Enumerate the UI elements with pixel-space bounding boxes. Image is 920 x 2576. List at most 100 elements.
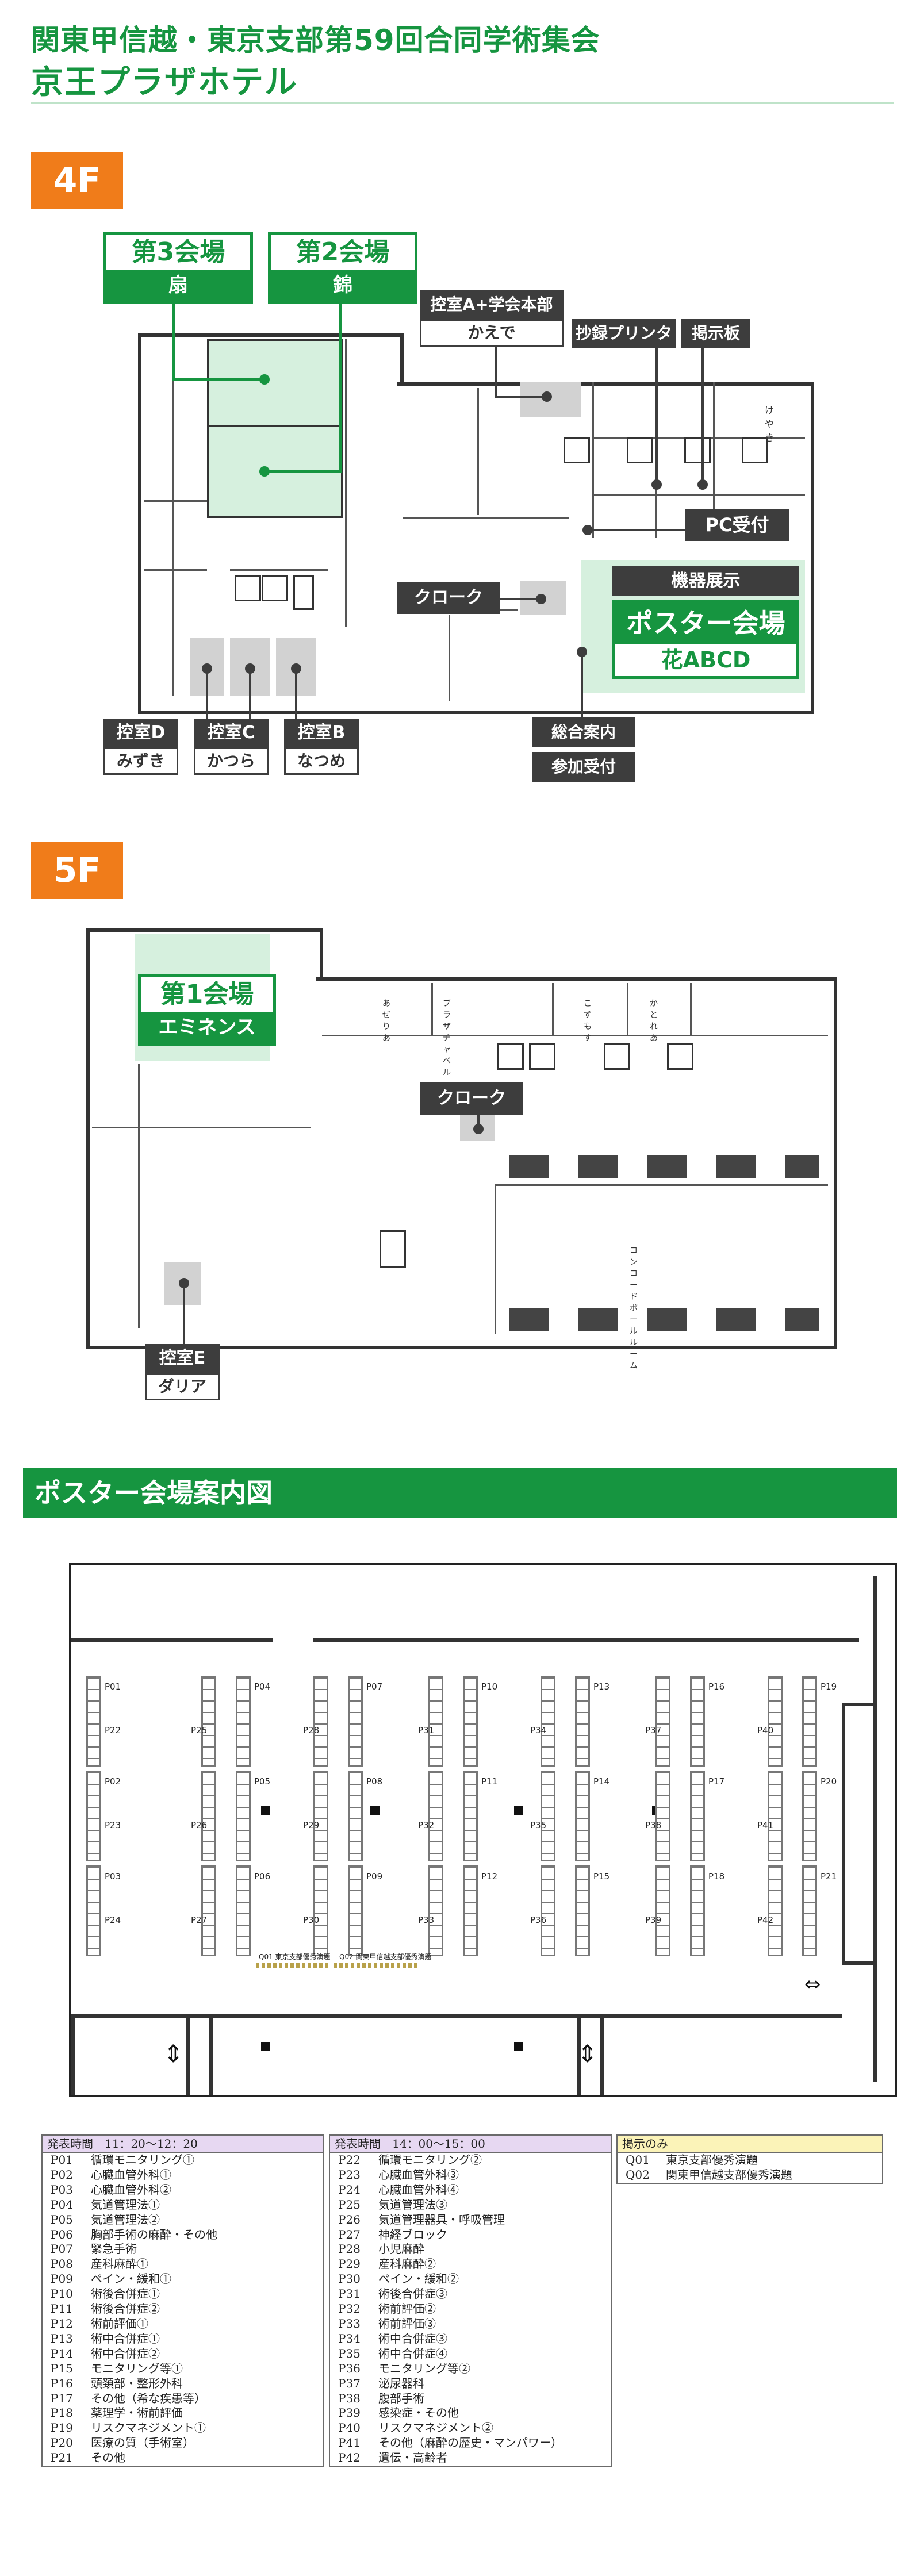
room-c-name: かつら [194,747,269,775]
poster-topic: 遺伝・高齢者 [378,2451,447,2465]
entrance-arrow-left: ⇕ [163,2040,184,2068]
poster-code: P35 [338,2346,361,2360]
header-divider [31,102,894,104]
elevator-4f-3 [564,437,590,463]
poster-topic: モニタリング等② [378,2361,470,2375]
poster-topic: 術前評価③ [378,2316,436,2331]
poster-board [463,1865,478,1956]
poster-label: P27 [191,1915,208,1925]
poster-label: P25 [191,1725,208,1736]
session-2-header: 発表時間 14：00〜15：00 [330,2136,611,2153]
side-door-arrow: ⇔ [804,1973,821,1996]
poster-topic: 医療の質（手術室） [91,2436,194,2450]
poster-code: P07 [51,2242,73,2256]
poster-topic: リスクマネジメント② [378,2421,493,2435]
hall-2-marker [259,466,270,477]
poster-topic: 術前評価② [378,2302,436,2316]
elevator-4f-5 [684,437,711,463]
poster-label: P24 [105,1915,121,1925]
hall-2-label: 第2会場 錦 [268,232,417,304]
poster-label: P32 [418,1820,435,1830]
q01-label: Q01 東京支部優秀演題 [259,1953,331,1961]
poster-code: P31 [338,2287,361,2301]
poster-board [690,1865,705,1956]
room-e-label: 控室E ダリア [145,1344,220,1400]
poster-label: P23 [105,1820,121,1830]
poster-board [802,1865,817,1956]
poster-topic: 気道管理法② [91,2212,160,2226]
poster-code: P24 [338,2182,361,2197]
poster-topic: 術前評価① [91,2316,148,2331]
room-e-name: ダリア [145,1373,220,1400]
poster-topic: 術後合併症② [91,2302,160,2316]
room-b-title: 控室B [284,719,359,747]
poster-label: P01 [105,1681,121,1692]
poster-label: P05 [254,1776,271,1787]
poster-board [428,1676,443,1767]
hall-1-title: 第1会場 [160,980,254,1009]
poster-label: P19 [821,1681,837,1692]
ballroom-partition-bottom [509,1308,819,1331]
poster-board [540,1865,555,1956]
poster-topic: 心臓血管外科① [91,2167,171,2182]
poster-code: P06 [51,2227,73,2241]
elevator-4f-4 [627,437,653,463]
elevator-5f-3 [604,1043,630,1070]
table-row: P05 気道管理法② [43,2213,323,2228]
poster-code: P10 [51,2287,73,2301]
poster-label: P02 [105,1776,121,1787]
poster-topic: 術後合併症③ [378,2287,447,2301]
poster-topic: 気道管理器具・呼吸管理 [378,2212,505,2226]
poster-code: P05 [51,2212,73,2226]
poster-label: P20 [821,1776,837,1787]
board-marker [697,479,708,490]
poster-topic: 胸部手術の麻酔・その他 [91,2227,217,2241]
poster-topic: 感染症・その他 [378,2406,459,2420]
poster-board [313,1771,328,1861]
poster-label: P41 [757,1820,774,1830]
room-d-title: 控室D [103,719,178,747]
info-marker [577,647,587,657]
poster-label: P16 [708,1681,725,1692]
poster-topic: 術中合併症④ [378,2346,447,2360]
poster-code: P04 [51,2197,73,2212]
poster-topic: 循環モニタリング② [378,2153,482,2167]
poster-label: P40 [757,1725,774,1736]
poster-board [802,1771,817,1861]
poster-floor-plan: ⇕ ⇕ ⇔ [69,1563,897,2097]
poster-code: P42 [338,2451,361,2465]
map-room-4: かとれあ [650,999,658,1043]
poster-board [86,1865,101,1956]
poster-topic: 産科麻酔① [91,2257,148,2271]
poster-hall-box: ポスター会場 花ABCD [612,600,799,679]
poster-code: P38 [338,2391,361,2405]
poster-hall-title: ポスター会場 [615,602,796,644]
poster-code: P25 [338,2197,361,2212]
poster-board [656,1676,670,1767]
poster-label: P22 [105,1725,121,1736]
room-c-label: 控室C かつら [194,719,269,775]
map-ballroom: コンコードボールルーム [630,1246,638,1370]
board-only-header: 掲示のみ [618,2136,882,2153]
poster-label: P14 [593,1776,610,1787]
poster-label: P29 [303,1820,320,1830]
poster-topic: 東京支部優秀演題 [666,2153,758,2167]
poster-label: P13 [593,1681,610,1692]
room-e-title: 控室E [145,1344,220,1373]
poster-board [463,1676,478,1767]
